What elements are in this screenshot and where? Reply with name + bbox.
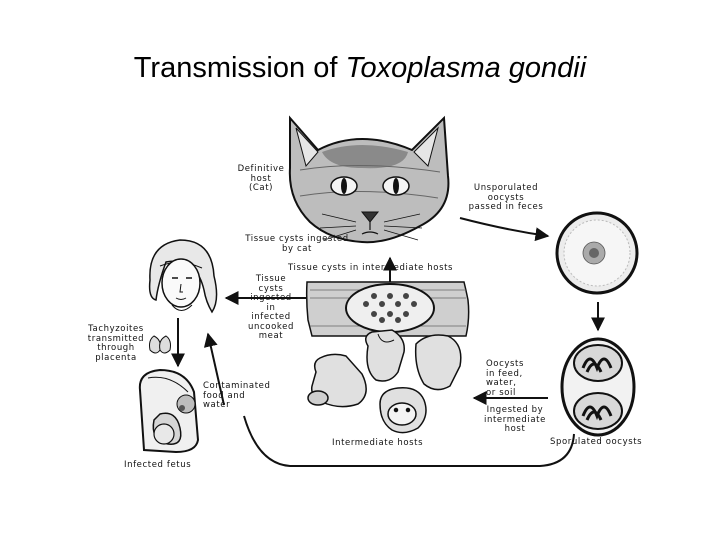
cat-illustration xyxy=(288,115,450,244)
intermediate-hosts-illustration xyxy=(307,329,462,434)
label-tachyzoites: Tachyzoites transmitted through placenta xyxy=(87,324,145,363)
title-prefix: Transmission of xyxy=(133,52,346,84)
label-contaminated-food: Contaminated food and water xyxy=(203,381,271,410)
label-tissue-cysts-ingested-meat: Tissue cysts ingested in infected uncook… xyxy=(248,274,294,341)
label-infected-fetus: Infected fetus xyxy=(124,460,192,470)
label-tissue-cysts-ingested-by-cat: Tissue cysts ingested by cat xyxy=(245,234,349,254)
label-ingested-by-intermediate: Ingested by intermediate host xyxy=(484,405,546,434)
label-tissue-cysts-intermediate: Tissue cysts in intermediate hosts xyxy=(288,263,454,273)
label-oocysts-in-feed: Oocysts in feed, water, or soil xyxy=(486,359,524,398)
label-sporulated-oocysts: Sporulated oocysts xyxy=(550,437,643,447)
unsporulated-oocyst-illustration xyxy=(555,211,639,295)
label-intermediate-hosts: Intermediate hosts xyxy=(332,438,424,448)
sporulated-oocyst-illustration xyxy=(560,337,636,437)
arrow-feces-to-oocyst xyxy=(459,217,550,242)
arrow-contaminated xyxy=(203,332,225,406)
human-illustration xyxy=(148,239,218,314)
transmission-arrows xyxy=(171,217,605,467)
title-organism: Toxoplasma gondii xyxy=(345,52,587,84)
label-definitive-host: Definitive host (Cat) xyxy=(237,164,285,193)
arrow-oocyst-loop xyxy=(243,415,575,467)
fetus-illustration xyxy=(138,368,200,454)
muscle-tissue-cyst-illustration xyxy=(305,281,470,337)
slide-title: Transmission of Toxoplasma gondii xyxy=(0,52,720,85)
label-unsporulated-oocysts: Unsporulated oocysts passed in feces xyxy=(468,183,544,212)
placenta-illustration xyxy=(149,335,171,354)
